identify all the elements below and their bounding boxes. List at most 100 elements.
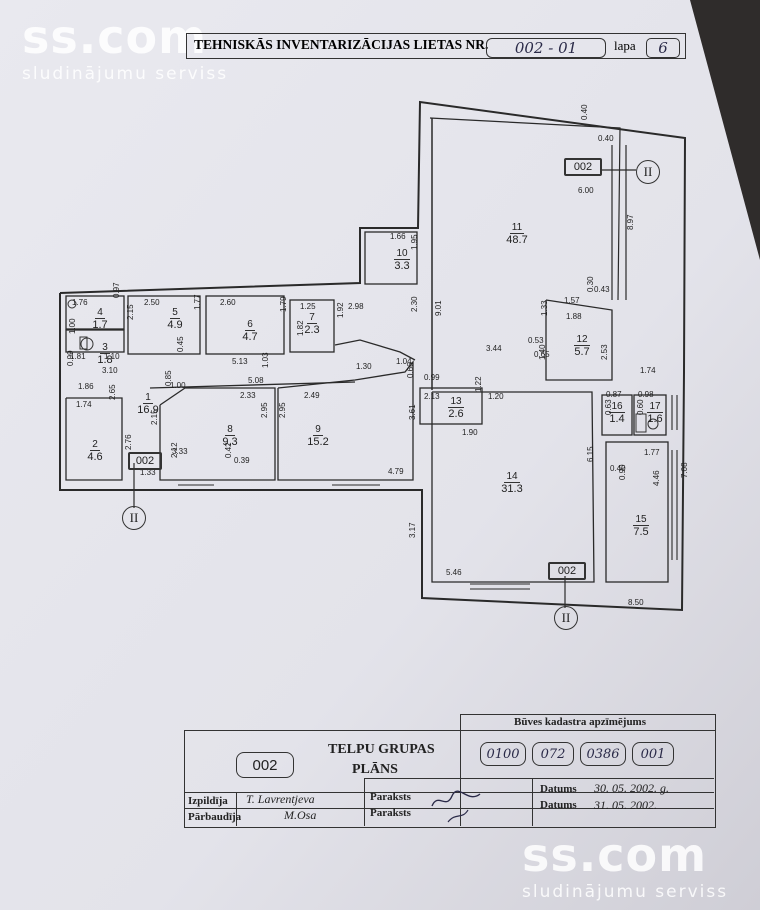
dimension-label: 0.39 (234, 456, 250, 465)
dimension-label: 1.03 (261, 352, 270, 368)
dimension-label: 1.90 (462, 428, 478, 437)
dimension-label: 0.97 (112, 282, 121, 298)
dimension-label: 0.43 (594, 285, 610, 294)
section-mark: II (636, 160, 660, 184)
dimension-label: 2.95 (278, 402, 287, 418)
dimension-label: 3.17 (408, 522, 417, 538)
dimension-label: 7.08 (680, 462, 689, 478)
dimension-label: 5.08 (248, 376, 264, 385)
group-tag: 002 (548, 562, 586, 580)
room-area: 4.7 (242, 331, 258, 343)
inventory-case-title: TEHNISKĀS INVENTARIZĀCIJAS LIETAS NR. (194, 37, 489, 52)
dimension-label: 2.50 (144, 298, 160, 307)
room-number: 17 (647, 401, 663, 413)
dimension-label: 0.42 (224, 442, 233, 458)
room-number: 3 (100, 342, 110, 354)
dimension-label: 1.04 (396, 357, 412, 366)
dimension-label: 1.66 (390, 232, 406, 241)
dimension-label: 1.00 (170, 381, 186, 390)
dimension-label: 9.01 (434, 300, 443, 316)
section-mark: II (122, 506, 146, 530)
dimension-label: 0.45 (176, 336, 185, 352)
room-area: 16.9 (137, 404, 159, 416)
header-frame (186, 33, 686, 59)
page-label: lapa (614, 38, 636, 53)
dimension-label: 2.98 (348, 302, 364, 311)
room-area: 1.8 (97, 354, 113, 366)
executed-by-label: Izpildīja (188, 795, 228, 807)
dimension-label: 2.15 (126, 304, 135, 320)
section-mark: II (554, 606, 578, 630)
date-label: Datums (540, 783, 577, 795)
date-executed: 30. 05. 2002. g. (594, 781, 669, 795)
dimension-label: 0.85 (164, 370, 173, 386)
room-number: 8 (225, 424, 235, 436)
room-number: 6 (245, 319, 255, 331)
room-area: 48.7 (506, 234, 528, 246)
dimension-label: 1.33 (140, 468, 156, 477)
room-area: 1.7 (92, 319, 108, 331)
dimension-label: 1.82 (296, 320, 305, 336)
dimension-label: 1.95 (410, 234, 419, 250)
plan-title-line2: PLĀNS (352, 762, 398, 777)
room-number: 4 (95, 307, 105, 319)
date-label: Datums (540, 799, 577, 811)
dimension-label: 0.90 (618, 464, 627, 480)
page-number-field: 6 (646, 38, 680, 58)
dimension-label: 1.25 (300, 302, 316, 311)
dimension-label: 1.92 (336, 302, 345, 318)
dimension-label: 2.30 (410, 296, 419, 312)
dimension-label: 0.63 (604, 399, 613, 415)
dimension-label: 0.60 (636, 399, 645, 415)
kadastrs-title: Būves kadastra apzīmējums (514, 716, 647, 728)
dimension-label: 1.81 (70, 352, 86, 361)
dimension-label: 8.50 (628, 598, 644, 607)
dimension-label: 2.12 (170, 442, 179, 458)
dimension-label: 8.97 (626, 214, 635, 230)
dimension-label: 2.76 (124, 434, 133, 450)
dimension-label: 2.13 (424, 392, 440, 401)
group-tag: 002 (564, 158, 602, 176)
dimension-label: 1.79 (279, 296, 288, 312)
dimension-label: 3.10 (102, 366, 118, 375)
cadastre-code-field: 001 (632, 742, 674, 766)
dimension-label: 1.74 (76, 400, 92, 409)
cadastre-code-field: 0386 (580, 742, 626, 766)
dimension-label: 1.77 (193, 294, 202, 310)
room-number: 2 (90, 439, 100, 451)
room-number: 12 (574, 334, 590, 346)
room-area: 1.6 (647, 413, 663, 425)
dimension-label: 0.87 (606, 390, 622, 399)
dimension-label: 0.99 (424, 373, 440, 382)
plan-title-line1: TELPU GRUPAS (328, 742, 435, 757)
room-number: 15 (633, 514, 649, 526)
dimension-label: 0.40 (598, 134, 614, 143)
dimension-label: 2.95 (260, 402, 269, 418)
cadastre-code-field: 072 (532, 742, 574, 766)
room-area: 2.3 (304, 324, 320, 336)
room-area: 15.2 (307, 436, 329, 448)
dimension-label: 1.20 (488, 392, 504, 401)
dimension-label: 1.88 (566, 312, 582, 321)
room-number: 1 (143, 392, 153, 404)
signature-label: Paraksts (370, 791, 411, 803)
room-area: 2.6 (448, 408, 464, 420)
room-number: 13 (448, 396, 464, 408)
room-area: 5.7 (574, 346, 590, 358)
dimension-label: 1.57 (564, 296, 580, 305)
dimension-label: 1.33 (540, 300, 549, 316)
title-block: Būves kadastra apzīmējums 002 TELPU GRUP… (184, 714, 716, 828)
dimension-label: 6.00 (578, 186, 594, 195)
room-area: 4.6 (87, 451, 103, 463)
